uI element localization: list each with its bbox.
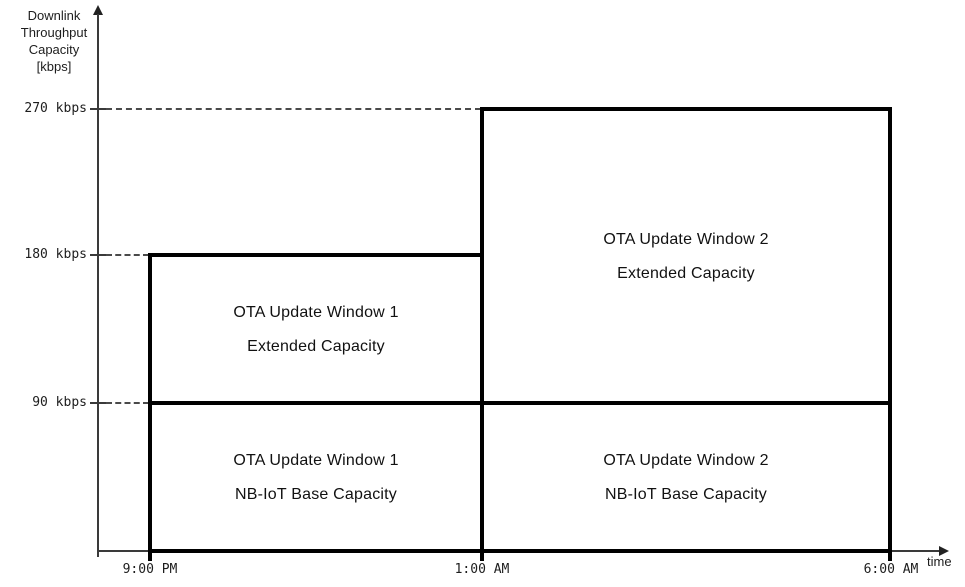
x-tick-label-6am: 6:00 AM	[863, 562, 919, 577]
region-label-line1: OTA Update Window 2	[603, 451, 769, 469]
x-tick-mark-6am	[888, 551, 892, 561]
y-axis-arrow-icon	[93, 5, 103, 15]
region-label-line2: NB-IoT Base Capacity	[605, 485, 767, 503]
x-tick-mark-1am	[480, 551, 484, 561]
region-label-line2: Extended Capacity	[617, 264, 755, 282]
region-window1-extended: OTA Update Window 1 Extended Capacity	[148, 253, 484, 405]
region-window2-extended: OTA Update Window 2 Extended Capacity	[480, 107, 892, 405]
region-window1-base: OTA Update Window 1 NB-IoT Base Capacity	[148, 401, 484, 553]
x-tick-label-1am: 1:00 AM	[454, 562, 510, 577]
dashed-guide-90	[106, 402, 149, 404]
y-tick-mark-180	[90, 254, 106, 256]
region-label-line2: NB-IoT Base Capacity	[235, 485, 397, 503]
y-axis-title-line: Throughput	[20, 25, 88, 40]
y-axis-title-line: Downlink	[27, 8, 81, 23]
y-axis-line	[97, 14, 99, 557]
region-label-line1: OTA Update Window 1	[233, 303, 399, 321]
x-tick-mark-9pm	[148, 551, 152, 561]
region-label-line1: OTA Update Window 1	[233, 451, 399, 469]
x-axis-title: time	[927, 554, 952, 569]
y-tick-label-180: 180 kbps	[24, 247, 87, 262]
y-axis-title: Downlink Throughput Capacity [kbps]	[8, 7, 100, 75]
region-label-line2: Extended Capacity	[247, 337, 385, 355]
region-label-line1: OTA Update Window 2	[603, 230, 769, 248]
y-tick-mark-90	[90, 402, 106, 404]
y-axis-title-line: Capacity	[28, 42, 80, 57]
region-window2-base: OTA Update Window 2 NB-IoT Base Capacity	[480, 401, 892, 553]
x-tick-label-9pm: 9:00 PM	[122, 562, 178, 577]
dashed-guide-270	[106, 108, 481, 110]
y-axis-title-line: [kbps]	[36, 59, 72, 74]
x-axis-arrow-icon	[939, 546, 949, 556]
y-tick-mark-270	[90, 108, 106, 110]
dashed-guide-180	[106, 254, 149, 256]
y-tick-label-270: 270 kbps	[24, 101, 87, 116]
y-tick-label-90: 90 kbps	[32, 395, 87, 410]
